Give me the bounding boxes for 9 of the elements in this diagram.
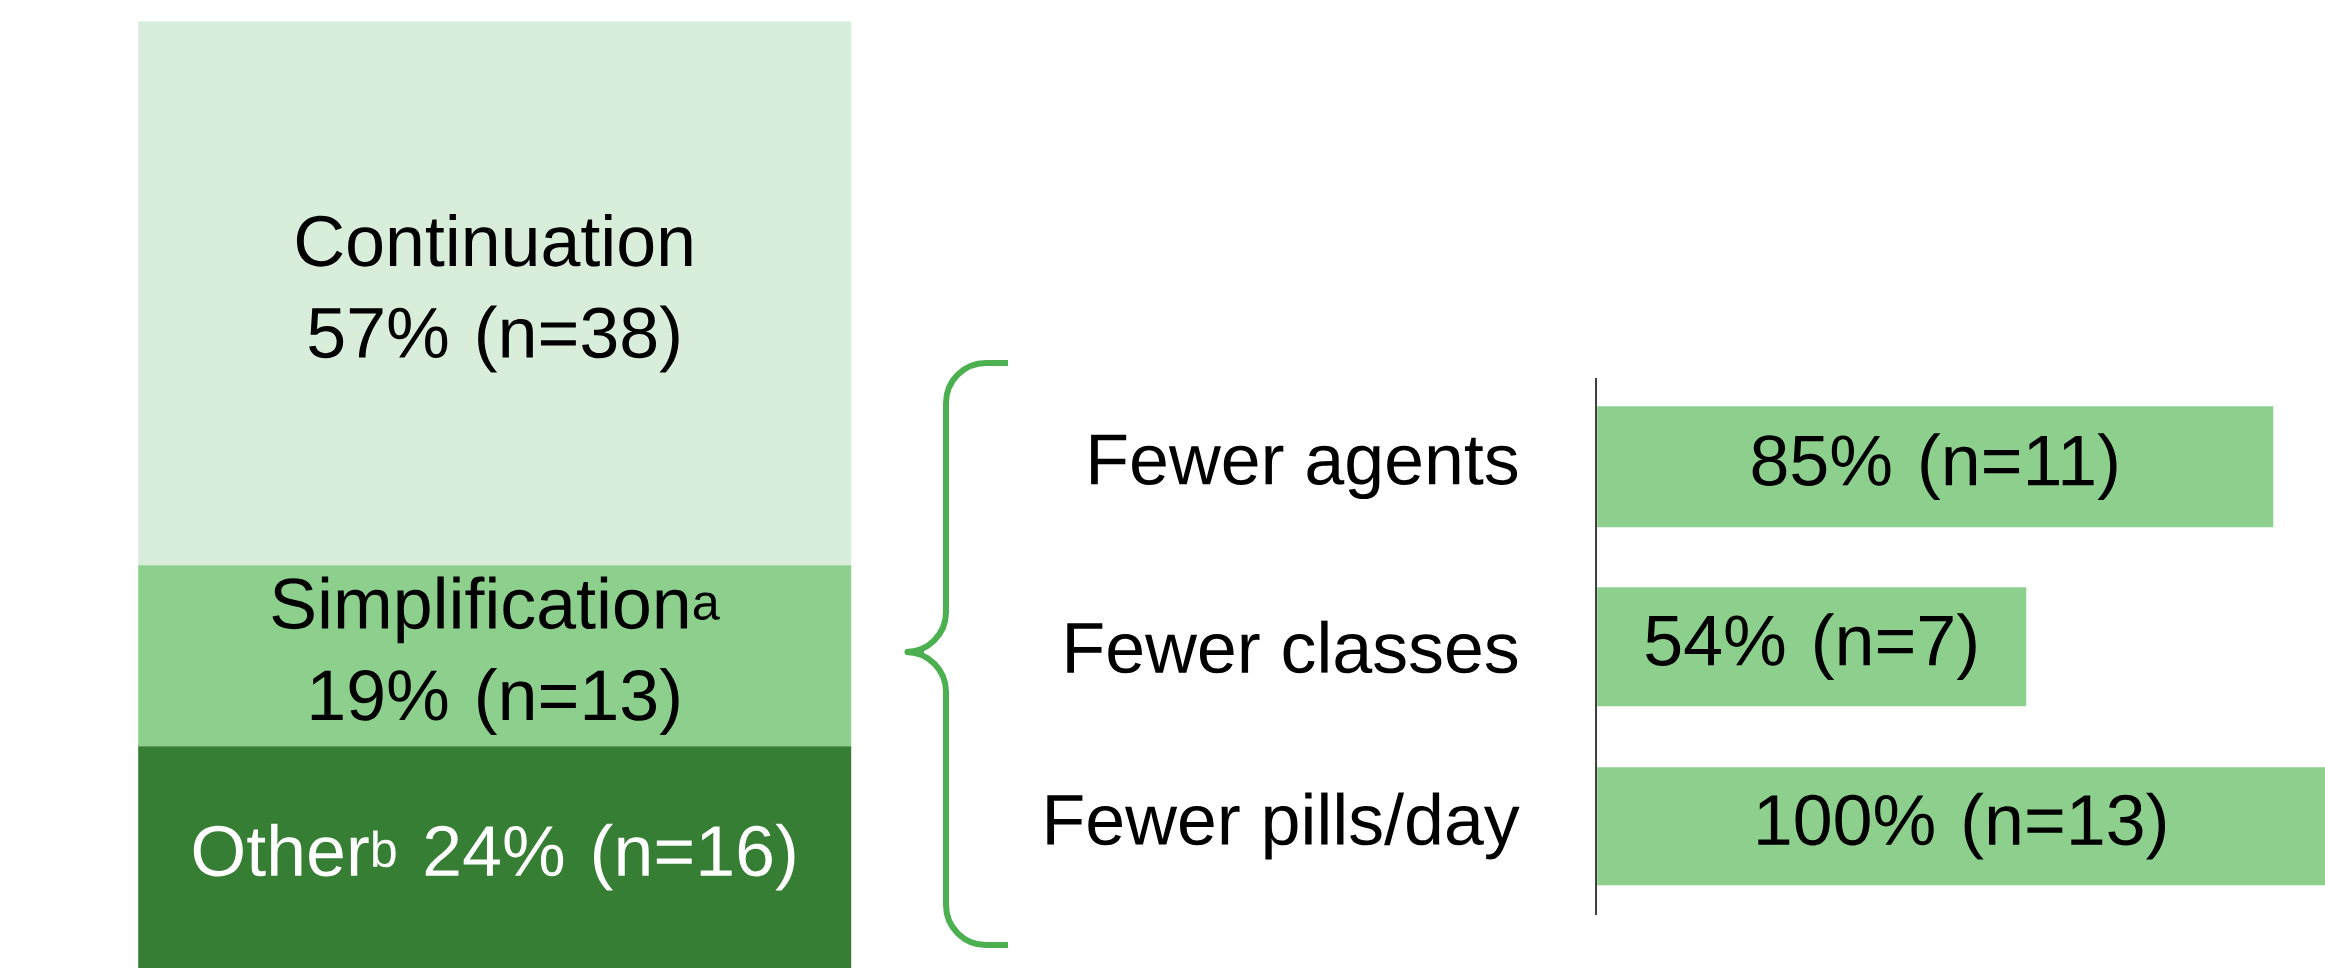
bar: 85% (n=11) — [1597, 406, 2274, 528]
category-label: Fewer classes — [1067, 620, 1518, 674]
category-label: Fewer pills/day — [1047, 792, 1520, 860]
bar: 54% (n=7) — [1597, 587, 2027, 707]
stacked-segment: Other$^{b}$ 24% (n=16) — [138, 746, 852, 968]
category-label: Fewer agents — [1091, 434, 1518, 500]
stacked-segment: Continuation 57% (n=38) — [138, 21, 852, 566]
bar: 100% (n=13) — [1597, 767, 2325, 886]
stacked-segment: Simplification$^{a}$ 19% (n=13) — [138, 565, 852, 747]
